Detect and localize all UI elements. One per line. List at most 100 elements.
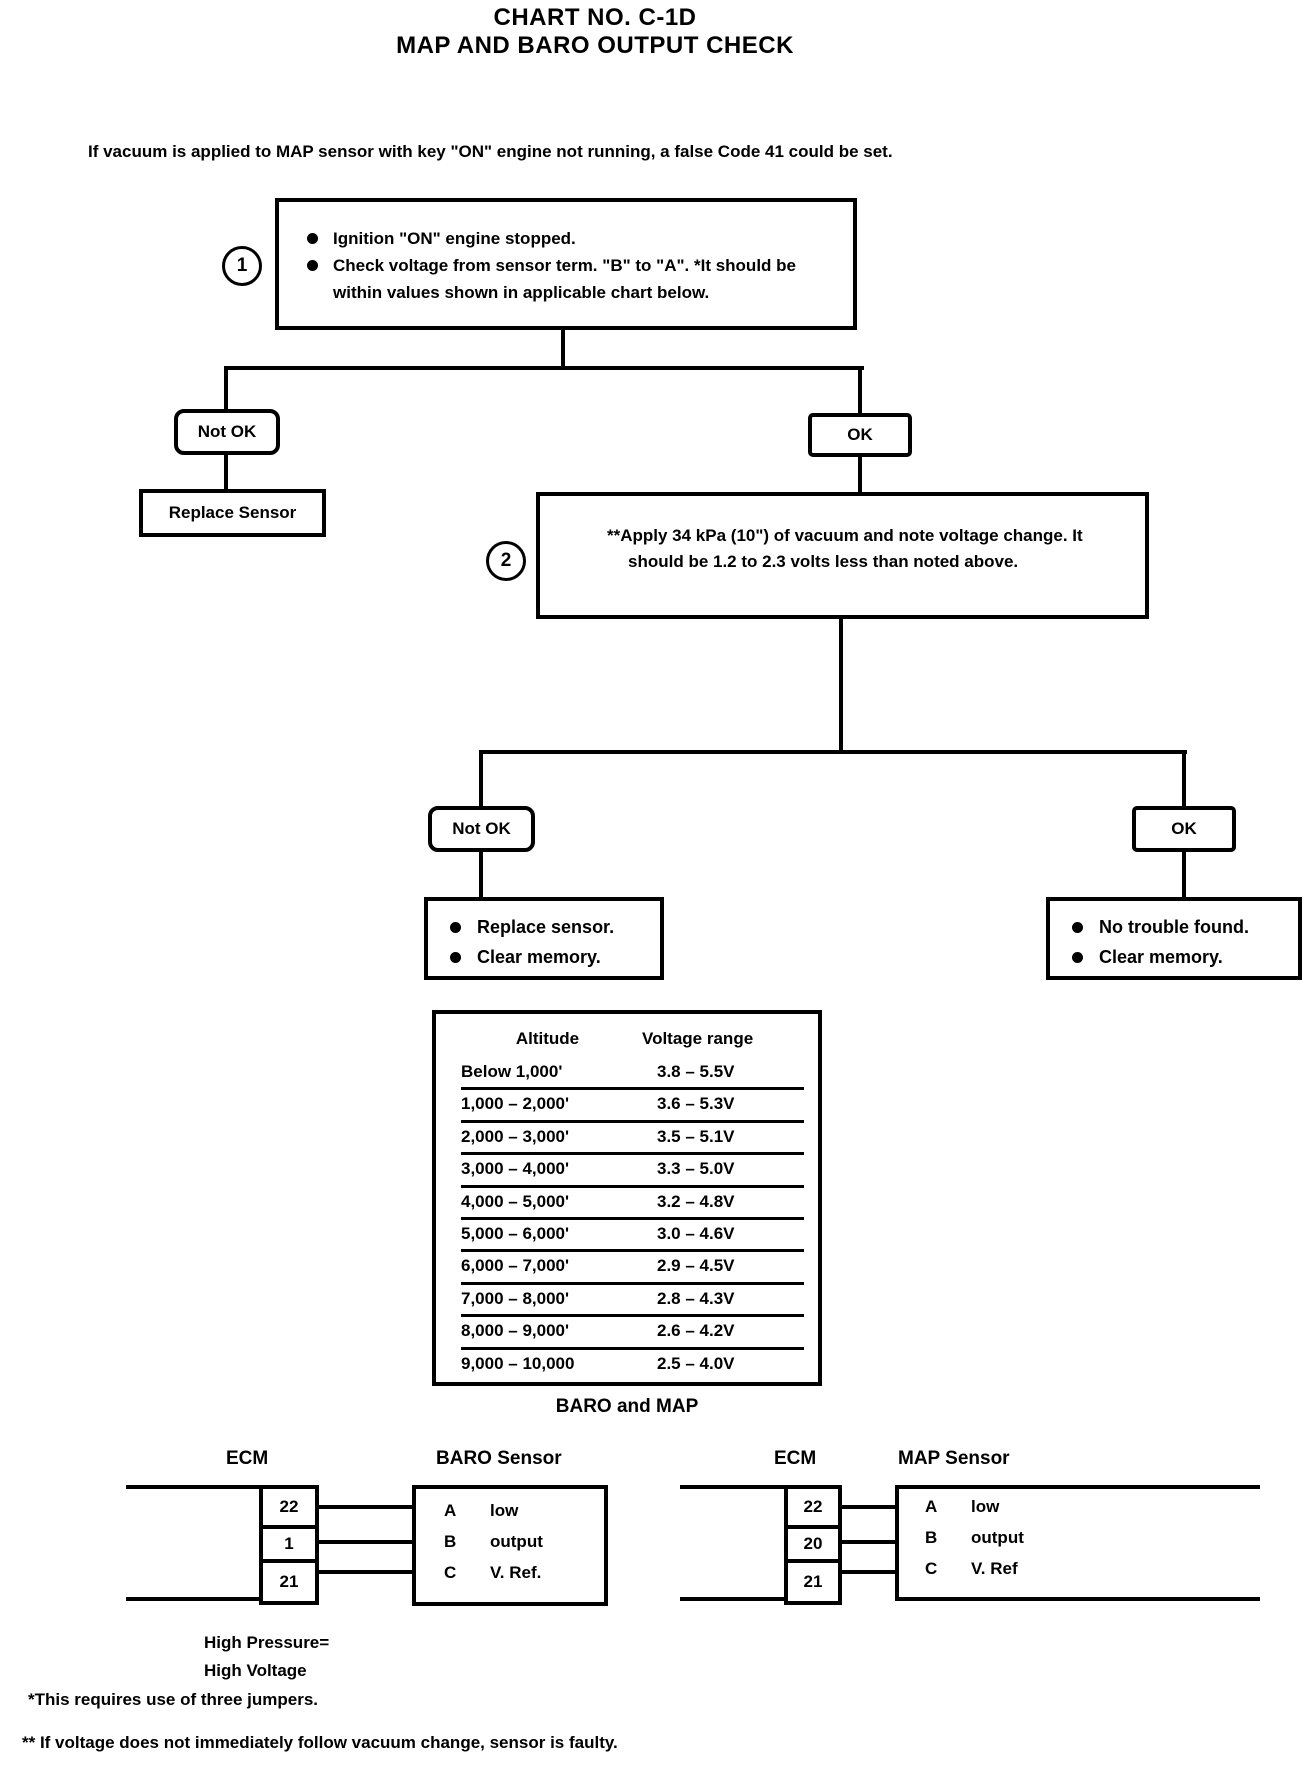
altitude-voltage-table: Altitude Voltage range Below 1,000'3.8 –…: [432, 1010, 822, 1386]
terminal-row: C V. Ref.: [444, 1557, 604, 1588]
flow-line: [1182, 851, 1186, 898]
wire-line: [317, 1570, 414, 1574]
voltage-cell: 3.0 – 4.6V: [657, 1223, 735, 1243]
wire-line: [317, 1540, 414, 1544]
flow-line: [224, 366, 864, 370]
voltage-cell: 3.5 – 5.1V: [657, 1126, 735, 1146]
altitude-cell: 8,000 – 9,000': [461, 1321, 570, 1341]
branch1-ok-box: OK: [808, 413, 912, 457]
result-ok-bullet-2: Clear memory.: [1099, 947, 1223, 967]
baro-ecm-label: ECM: [226, 1448, 269, 1469]
result-bullet-row: No trouble found.: [1072, 912, 1298, 942]
bullet-icon: [1072, 952, 1083, 963]
ecm-rail-top: [680, 1485, 788, 1489]
branch2-ok-box: OK: [1132, 806, 1236, 852]
flow-line: [224, 454, 228, 490]
wire-line: [840, 1540, 897, 1544]
step-2-box: **Apply 34 kPa (10") of vacuum and note …: [536, 492, 1149, 619]
flow-line: [561, 330, 565, 368]
bullet-icon: [1072, 922, 1083, 933]
table-row: 3,000 – 4,000' 3.3 – 5.0V: [461, 1155, 804, 1188]
bullet-icon: [307, 260, 318, 271]
terminal-name: output: [971, 1528, 1024, 1547]
intro-note: If vacuum is applied to MAP sensor with …: [88, 142, 893, 161]
altitude-cell: 9,000 – 10,000: [461, 1353, 575, 1373]
map-pin-21: 21: [784, 1559, 842, 1605]
flow-line: [858, 366, 862, 414]
voltage-cell: 3.3 – 5.0V: [657, 1159, 735, 1179]
bullet-icon: [307, 233, 318, 244]
chart-number-title: CHART NO. C-1D: [493, 4, 697, 31]
pressure-note-line-1: High Pressure=: [204, 1633, 330, 1652]
branch1-not-ok-box: Not OK: [174, 409, 280, 455]
page-title: MAP AND BARO OUTPUT CHECK: [396, 32, 794, 59]
terminal-name: low: [971, 1497, 1000, 1516]
wire-line: [840, 1505, 897, 1509]
voltage-cell: 2.9 – 4.5V: [657, 1256, 735, 1276]
terminal-letter: A: [444, 1501, 457, 1520]
terminal-letter: B: [444, 1532, 457, 1551]
altitude-cell: Below 1,000': [461, 1062, 563, 1081]
step-1-badge: 1: [222, 246, 262, 286]
result-not-ok-bullet-1: Replace sensor.: [477, 917, 615, 937]
step-1-bullet-row: Check voltage from sensor term. "B" to "…: [307, 252, 843, 306]
baro-pin-22: 22: [259, 1485, 319, 1529]
replace-sensor-box: Replace Sensor: [139, 489, 326, 537]
flow-line: [479, 851, 483, 898]
flow-line: [224, 366, 228, 410]
wire-line: [840, 1570, 897, 1574]
bullet-icon: [450, 922, 461, 933]
map-ecm-label: ECM: [774, 1448, 817, 1469]
pressure-note-line-2: High Voltage: [204, 1661, 307, 1680]
result-bullet-row: Clear memory.: [450, 942, 660, 972]
result-bullet-row: Replace sensor.: [450, 912, 660, 942]
map-sensor-box-left-edge: [895, 1485, 899, 1601]
baro-pin-21: 21: [259, 1559, 319, 1605]
ecm-rail-bottom: [126, 1597, 264, 1601]
baro-pin-1: 1: [259, 1525, 319, 1563]
map-pin-20: 20: [784, 1525, 842, 1563]
terminal-name: V. Ref.: [490, 1563, 542, 1582]
table-row: 7,000 – 8,000'2.8 – 4.3V: [461, 1285, 804, 1318]
altitude-cell: 1,000 – 2,000': [461, 1094, 570, 1114]
step-1-box: Ignition "ON" engine stopped. Check volt…: [275, 198, 857, 330]
result-not-ok-box: Replace sensor. Clear memory.: [424, 897, 664, 980]
terminal-letter: B: [925, 1528, 938, 1547]
bullet-icon: [450, 952, 461, 963]
altitude-header: Altitude: [515, 1029, 580, 1048]
table-caption: BARO and MAP: [555, 1396, 699, 1417]
altitude-cell: 7,000 – 8,000': [461, 1288, 570, 1308]
flow-line: [839, 618, 843, 754]
pressure-note: High Pressure= High Voltage: [204, 1629, 329, 1685]
terminal-name: V. Ref: [971, 1559, 1018, 1578]
terminal-name: output: [490, 1532, 543, 1551]
terminal-row: C V. Ref: [925, 1553, 1024, 1584]
altitude-cell: 3,000 – 4,000': [461, 1159, 570, 1179]
map-sensor-box-top-edge: [895, 1485, 1260, 1489]
step-1-bullet-1: Ignition "ON" engine stopped.: [333, 229, 576, 248]
terminal-letter: C: [925, 1559, 938, 1578]
ecm-rail-bottom: [680, 1597, 788, 1601]
voltage-cell: 3.2 – 4.8V: [657, 1191, 735, 1211]
flow-line: [479, 750, 1187, 754]
table-row: 2,000 – 3,000'3.5 – 5.1V: [461, 1123, 804, 1156]
voltage-cell: 2.6 – 4.2V: [657, 1321, 735, 1341]
map-pin-22: 22: [784, 1485, 842, 1529]
table-header-row: Altitude Voltage range: [465, 1029, 818, 1049]
map-sensor-box-bottom-edge: [895, 1597, 1260, 1601]
result-not-ok-bullet-2: Clear memory.: [477, 947, 601, 967]
table-row: Below 1,000'3.8 – 5.5V: [461, 1058, 804, 1091]
terminal-letter: A: [925, 1497, 938, 1516]
table-row: 1,000 – 2,000'3.6 – 5.3V: [461, 1090, 804, 1123]
table-row: 5,000 – 6,000'3.0 – 4.6V: [461, 1220, 804, 1253]
result-bullet-row: Clear memory.: [1072, 942, 1298, 972]
branch2-not-ok-box: Not OK: [428, 806, 535, 852]
altitude-cell: 4,000 – 5,000': [461, 1191, 570, 1211]
wire-line: [317, 1505, 414, 1509]
terminal-letter: C: [444, 1563, 457, 1582]
